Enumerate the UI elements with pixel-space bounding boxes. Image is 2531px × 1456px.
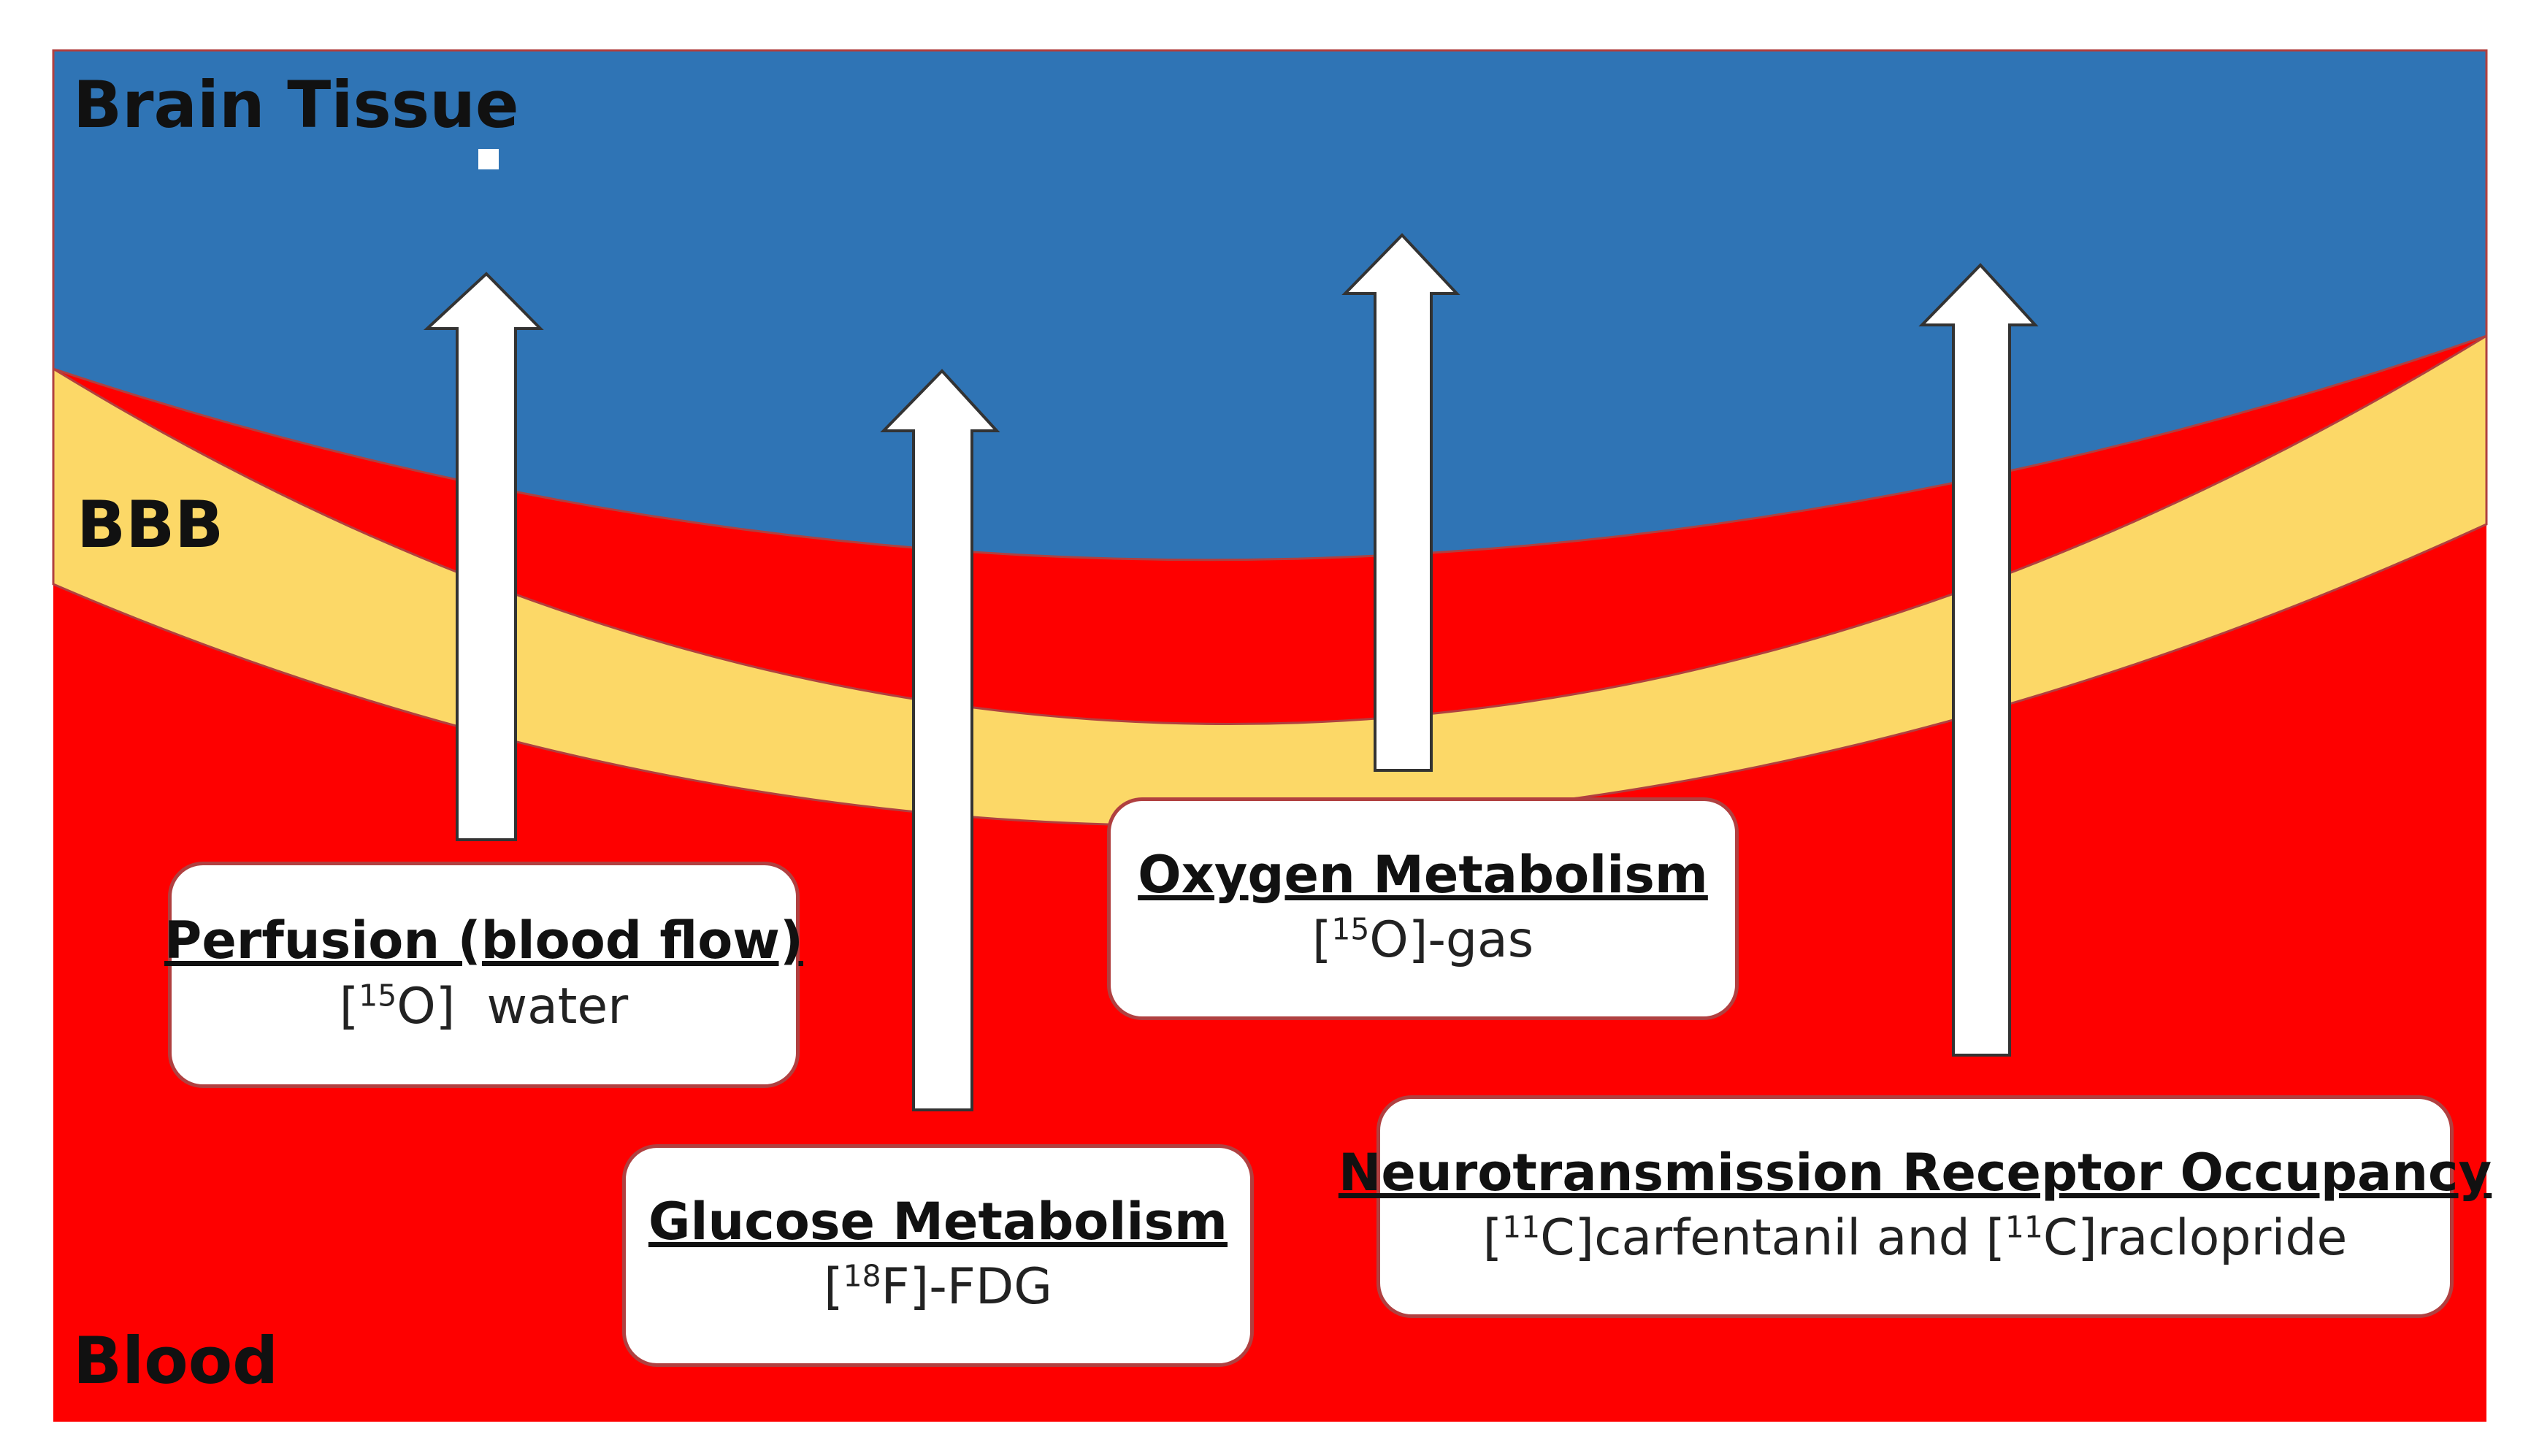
process-box-neurotransmission: Neurotransmission Receptor Occupancy [11… <box>1339 1095 2492 1318</box>
isotope-mass-number: 15 <box>1331 911 1370 947</box>
bbb-layer <box>52 334 2488 827</box>
arrow-perfusion <box>423 272 544 841</box>
tracer-text: [ <box>1312 911 1332 970</box>
tracer-text: [ <box>1482 1209 1503 1268</box>
arrow-neurotransmission <box>1918 263 2039 1057</box>
process-title: Perfusion (blood flow) <box>164 911 803 971</box>
tracer-text: O] water <box>397 977 629 1035</box>
process-tracer: [18F]-FDG <box>824 1254 1052 1321</box>
process-title: Oxygen Metabolism <box>1138 844 1708 905</box>
process-box-oxygen: Oxygen Metabolism [15O]-gas <box>1107 797 1739 1020</box>
brain-tissue-region <box>52 49 2488 562</box>
blood-label: Blood <box>73 1323 279 1398</box>
process-title: Glucose Metabolism <box>648 1191 1228 1252</box>
brain-tissue-label: Brain Tissue <box>73 67 519 142</box>
tracer-text: C]raclopride <box>2042 1209 2348 1268</box>
process-box-perfusion: Perfusion (blood flow) [15O] water <box>164 862 803 1088</box>
marker-square <box>478 149 499 169</box>
isotope-mass-number: 11 <box>1502 1209 1541 1245</box>
process-title: Neurotransmission Receptor Occupancy <box>1338 1142 2492 1203</box>
arrow-oxygen <box>1341 233 1460 772</box>
tracer-text: O]-gas <box>1369 911 1534 970</box>
tracer-text: F]-FDG <box>881 1258 1052 1317</box>
isotope-mass-number: 18 <box>843 1258 881 1294</box>
arrow-glucose <box>880 369 1000 1111</box>
process-tracer: [11C]carfentanil and [11C]raclopride <box>1483 1205 2348 1272</box>
isotope-mass-number: 11 <box>2004 1209 2043 1245</box>
process-box-glucose: Glucose Metabolism [18F]-FDG <box>622 1144 1254 1367</box>
process-tracer: [15O]-gas <box>1312 907 1533 974</box>
isotope-mass-number: 15 <box>359 978 397 1014</box>
process-tracer: [15O] water <box>340 973 628 1041</box>
tracer-text: C]carfentanil and [ <box>1540 1209 2005 1268</box>
tracer-text: [ <box>824 1258 843 1317</box>
bbb-label: BBB <box>77 487 224 562</box>
tracer-text: [ <box>339 977 359 1035</box>
